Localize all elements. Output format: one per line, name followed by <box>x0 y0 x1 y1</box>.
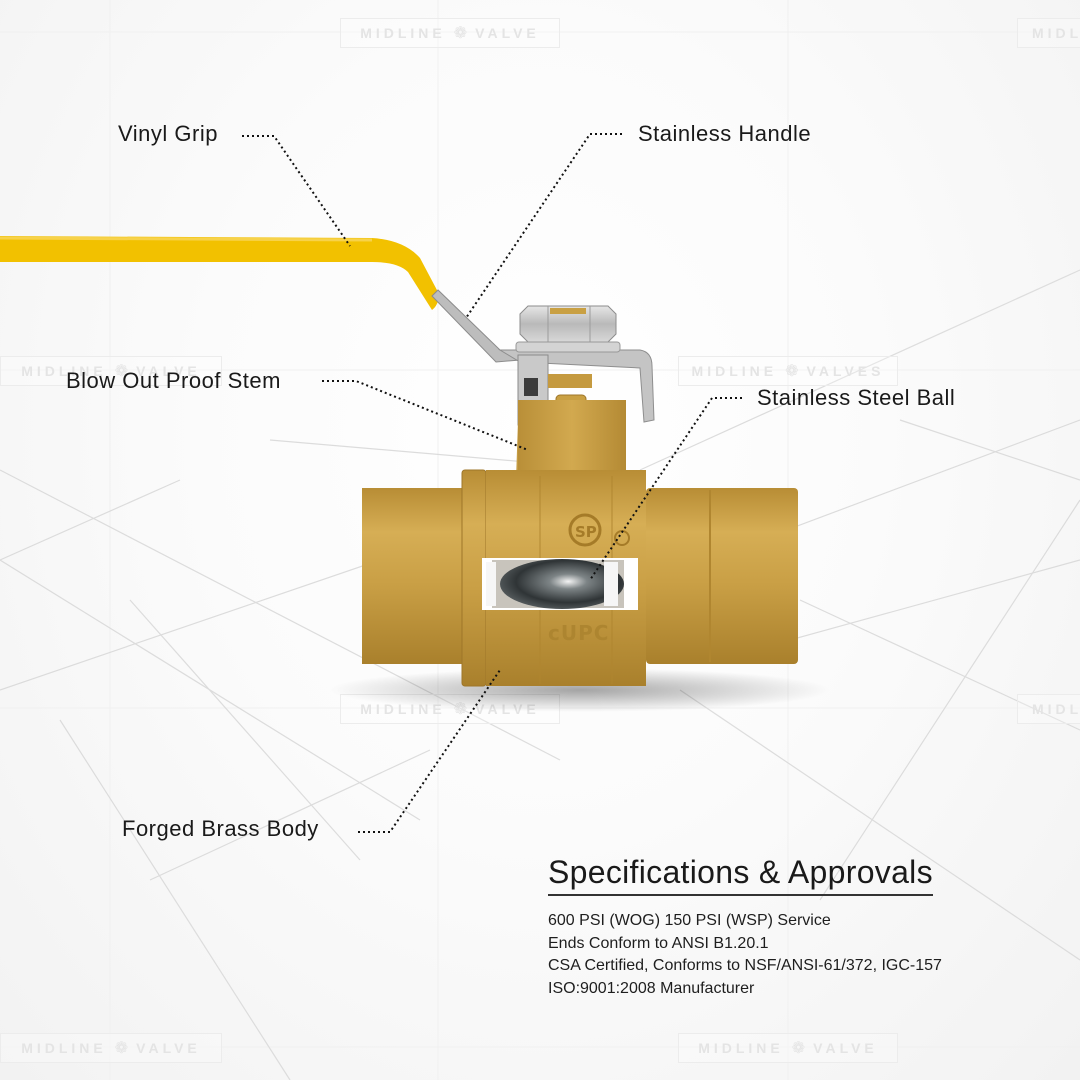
specifications-title: Specifications & Approvals <box>548 854 933 897</box>
svg-text:SP: SP <box>575 523 597 541</box>
gear-flower-icon: ❁ <box>114 363 129 380</box>
gear-flower-icon: ❁ <box>114 1040 129 1057</box>
gear-flower-icon: ❁ <box>791 1040 806 1057</box>
brand-watermark: MIDLINE ❁ VALVES <box>678 356 898 386</box>
brand-watermark: MIDLINE <box>1017 18 1080 48</box>
spec-item: 600 PSI (WOG) 150 PSI (WSP) Service <box>548 912 831 930</box>
brand-watermark: MIDLINE ❁ VALVE <box>0 1033 222 1063</box>
callout-stainless-handle: Stainless Handle <box>638 121 812 146</box>
brand-watermark: MIDLINE ❁ VALVE <box>340 18 560 48</box>
specifications-panel: Specifications & Approvals 600 PSI (WOG)… <box>548 854 1028 1000</box>
gear-flower-icon: ❁ <box>453 25 468 42</box>
brand-watermark: MIDLINE ❁ VALVE <box>678 1033 898 1063</box>
callout-blow-out-proof-stem: Blow Out Proof Stem <box>66 368 281 393</box>
brand-watermark: MIDLINE ❁ VALVE <box>0 356 222 386</box>
specifications-list: 600 PSI (WOG) 150 PSI (WSP) Service Ends… <box>548 910 1028 1000</box>
spec-item: ISO:9001:2008 Manufacturer <box>548 979 755 997</box>
callout-vinyl-grip: Vinyl Grip <box>118 121 218 146</box>
spec-item: CSA Certified, Conforms to NSF/ANSI-61/3… <box>548 957 942 975</box>
callout-forged-brass-body: Forged Brass Body <box>122 816 319 841</box>
gear-flower-icon: ❁ <box>785 363 799 380</box>
svg-text:cUPC: cUPC <box>548 621 609 645</box>
spec-item: Ends Conform to ANSI B1.20.1 <box>548 934 769 952</box>
brand-watermark: MIDLINE <box>1017 694 1080 724</box>
callout-stainless-steel-ball: Stainless Steel Ball <box>757 385 956 410</box>
